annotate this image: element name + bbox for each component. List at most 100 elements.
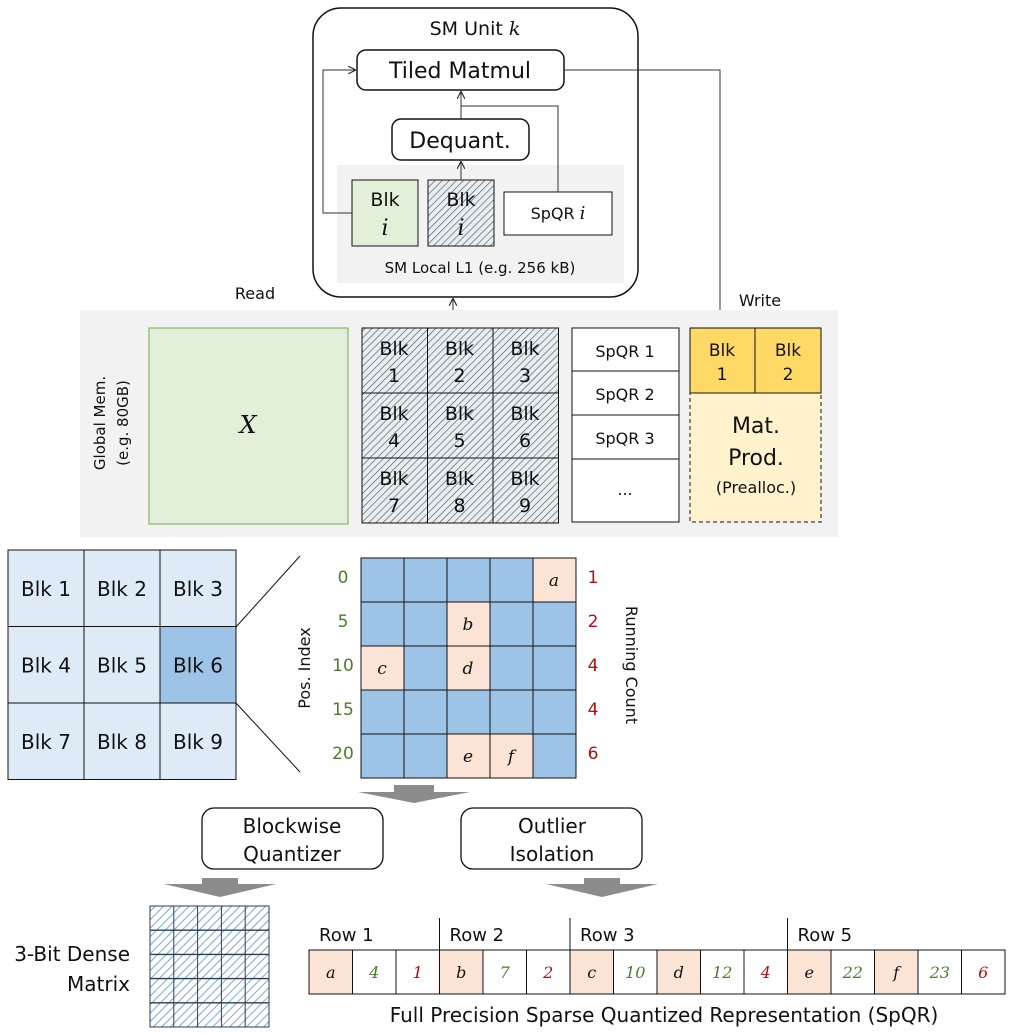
- dense-cell: [403, 645, 448, 691]
- outlier-isolation-line-1: Outlier: [518, 814, 587, 838]
- spqr-list-item-4: [571, 458, 680, 523]
- dense-cell: [446, 557, 491, 603]
- blockwise-quantizer-line-1: Blockwise: [243, 814, 342, 838]
- dense-cell: [489, 557, 534, 603]
- dense-cell: [489, 601, 534, 647]
- spqr-cell-value-1: 4: [368, 963, 379, 982]
- dense-cell: [532, 689, 577, 735]
- read-label: Read: [235, 284, 275, 303]
- dequant-label: Dequant.: [409, 129, 510, 154]
- global-blk-label-7: Blk: [379, 468, 408, 490]
- global-blk-num-7: 7: [388, 495, 400, 517]
- pos-index-0: 0: [338, 568, 349, 588]
- spqr-list-label-3: SpQR 3: [595, 429, 654, 448]
- dense-cell: [360, 601, 405, 647]
- running-count-3: 4: [588, 700, 599, 720]
- spqr-list: SpQR 1 SpQR 2 SpQR 3...: [571, 327, 680, 523]
- row-label-3: Row 3: [580, 925, 635, 946]
- grid-blk-7: [7, 702, 85, 780]
- out-blk-1: [689, 327, 756, 394]
- l1-blk-green: [351, 179, 419, 247]
- spqr-list-item-2: [571, 370, 680, 416]
- row-label-1: Row 1: [319, 925, 374, 946]
- global-blk-label-2: Blk: [445, 338, 474, 360]
- spqr-cell-value-10: 4: [760, 963, 771, 982]
- grid-blk-label-6: Blk 6: [173, 654, 223, 678]
- dense-cell: [446, 689, 491, 735]
- global-blk-num-5: 5: [453, 430, 465, 452]
- dense-cell: [403, 601, 448, 647]
- grid-blk-label-4: Blk 4: [21, 654, 71, 678]
- tiled-matmul-label: Tiled Matmul: [388, 59, 531, 84]
- outlier-label-d: d: [463, 659, 474, 679]
- spqr-cell: [961, 949, 1006, 995]
- spqr-list-item-1: [571, 327, 680, 372]
- spqr-cell-value-2: 1: [413, 963, 423, 982]
- write-label: Write: [739, 291, 781, 310]
- spqr-cell-value-9: 12: [712, 963, 732, 982]
- spqr-cell: [656, 949, 701, 995]
- dense-cell: [403, 557, 448, 603]
- grid-blk-label-2: Blk 2: [97, 577, 147, 601]
- global-blk-num-2: 2: [453, 365, 465, 387]
- spqr-cell-value-6: c: [587, 963, 596, 982]
- global-blk-num-9: 9: [519, 495, 531, 517]
- l1-blk-green-label: Blk: [370, 189, 399, 211]
- spqr-list-label-1: SpQR 1: [595, 342, 654, 361]
- spqr-cell-value-7: 10: [625, 963, 645, 982]
- global-blk-label-4: Blk: [379, 403, 408, 425]
- dense-cell: [403, 689, 448, 735]
- spqr-list-label-4: ...: [617, 480, 632, 499]
- grid-blk-9: [159, 702, 237, 780]
- pos-index-1: 5: [338, 612, 349, 632]
- dense-cell: [360, 689, 405, 735]
- dense-label-line-2: Matrix: [67, 972, 130, 996]
- global-blk-num-4: 4: [388, 430, 400, 452]
- grid-blk-label-3: Blk 3: [173, 577, 223, 601]
- grid-blk-6: [159, 626, 237, 704]
- grid-blk-2: [83, 549, 161, 627]
- out-blk-2: [754, 327, 822, 394]
- spqr-cell-value-11: e: [805, 963, 814, 982]
- spqr-cell-value-3: b: [456, 963, 466, 982]
- dense-cell: [360, 733, 405, 779]
- spqr-cell: [613, 949, 658, 995]
- spqr-cell-value-14: 23: [929, 963, 950, 982]
- running-count-0: 1: [588, 568, 599, 588]
- outlier-isolation-box: [460, 807, 643, 870]
- dense-cell: [489, 689, 534, 735]
- global-blk-label-1: Blk: [379, 338, 408, 360]
- spqr-cell-value-4: 7: [500, 963, 511, 982]
- spqr-list-item-3: [571, 414, 680, 460]
- dense-cell: [532, 645, 577, 691]
- global-blk-3: [492, 327, 559, 394]
- global-blk-1: [361, 327, 428, 394]
- down-arrow-main: [358, 785, 470, 803]
- spqr-cell: [874, 949, 919, 995]
- global-blk-label-8: Blk: [445, 468, 474, 490]
- grid-blk-label-7: Blk 7: [21, 730, 71, 754]
- l1-spqr-label: SpQR i: [531, 203, 586, 224]
- global-blk-9: [492, 457, 559, 524]
- grid-blk-8: [83, 702, 161, 780]
- spqr-list-label-2: SpQR 2: [595, 385, 654, 404]
- dense-matrix-grid: [150, 906, 269, 1027]
- global-blk-num-6: 6: [519, 430, 531, 452]
- l1-blk-green-var: i: [381, 216, 388, 241]
- grid-blk-label-9: Blk 9: [173, 730, 223, 754]
- grid-blk-label-1: Blk 1: [21, 577, 71, 601]
- dense-cell: [360, 557, 405, 603]
- spqr-cell: [830, 949, 875, 995]
- spqr-cell: [787, 949, 832, 995]
- spqr-cell-value-13: f: [892, 963, 902, 982]
- global-mem-label-1: Global Mem.: [91, 376, 109, 470]
- grid-blk-label-5: Blk 5: [97, 654, 147, 678]
- dense-cell: [532, 733, 577, 779]
- global-blk-4: [361, 392, 428, 459]
- spqr-cell: [526, 949, 571, 995]
- global-blk-6: [492, 392, 559, 459]
- spqr-cell: [352, 949, 397, 995]
- running-count-1: 2: [588, 612, 599, 632]
